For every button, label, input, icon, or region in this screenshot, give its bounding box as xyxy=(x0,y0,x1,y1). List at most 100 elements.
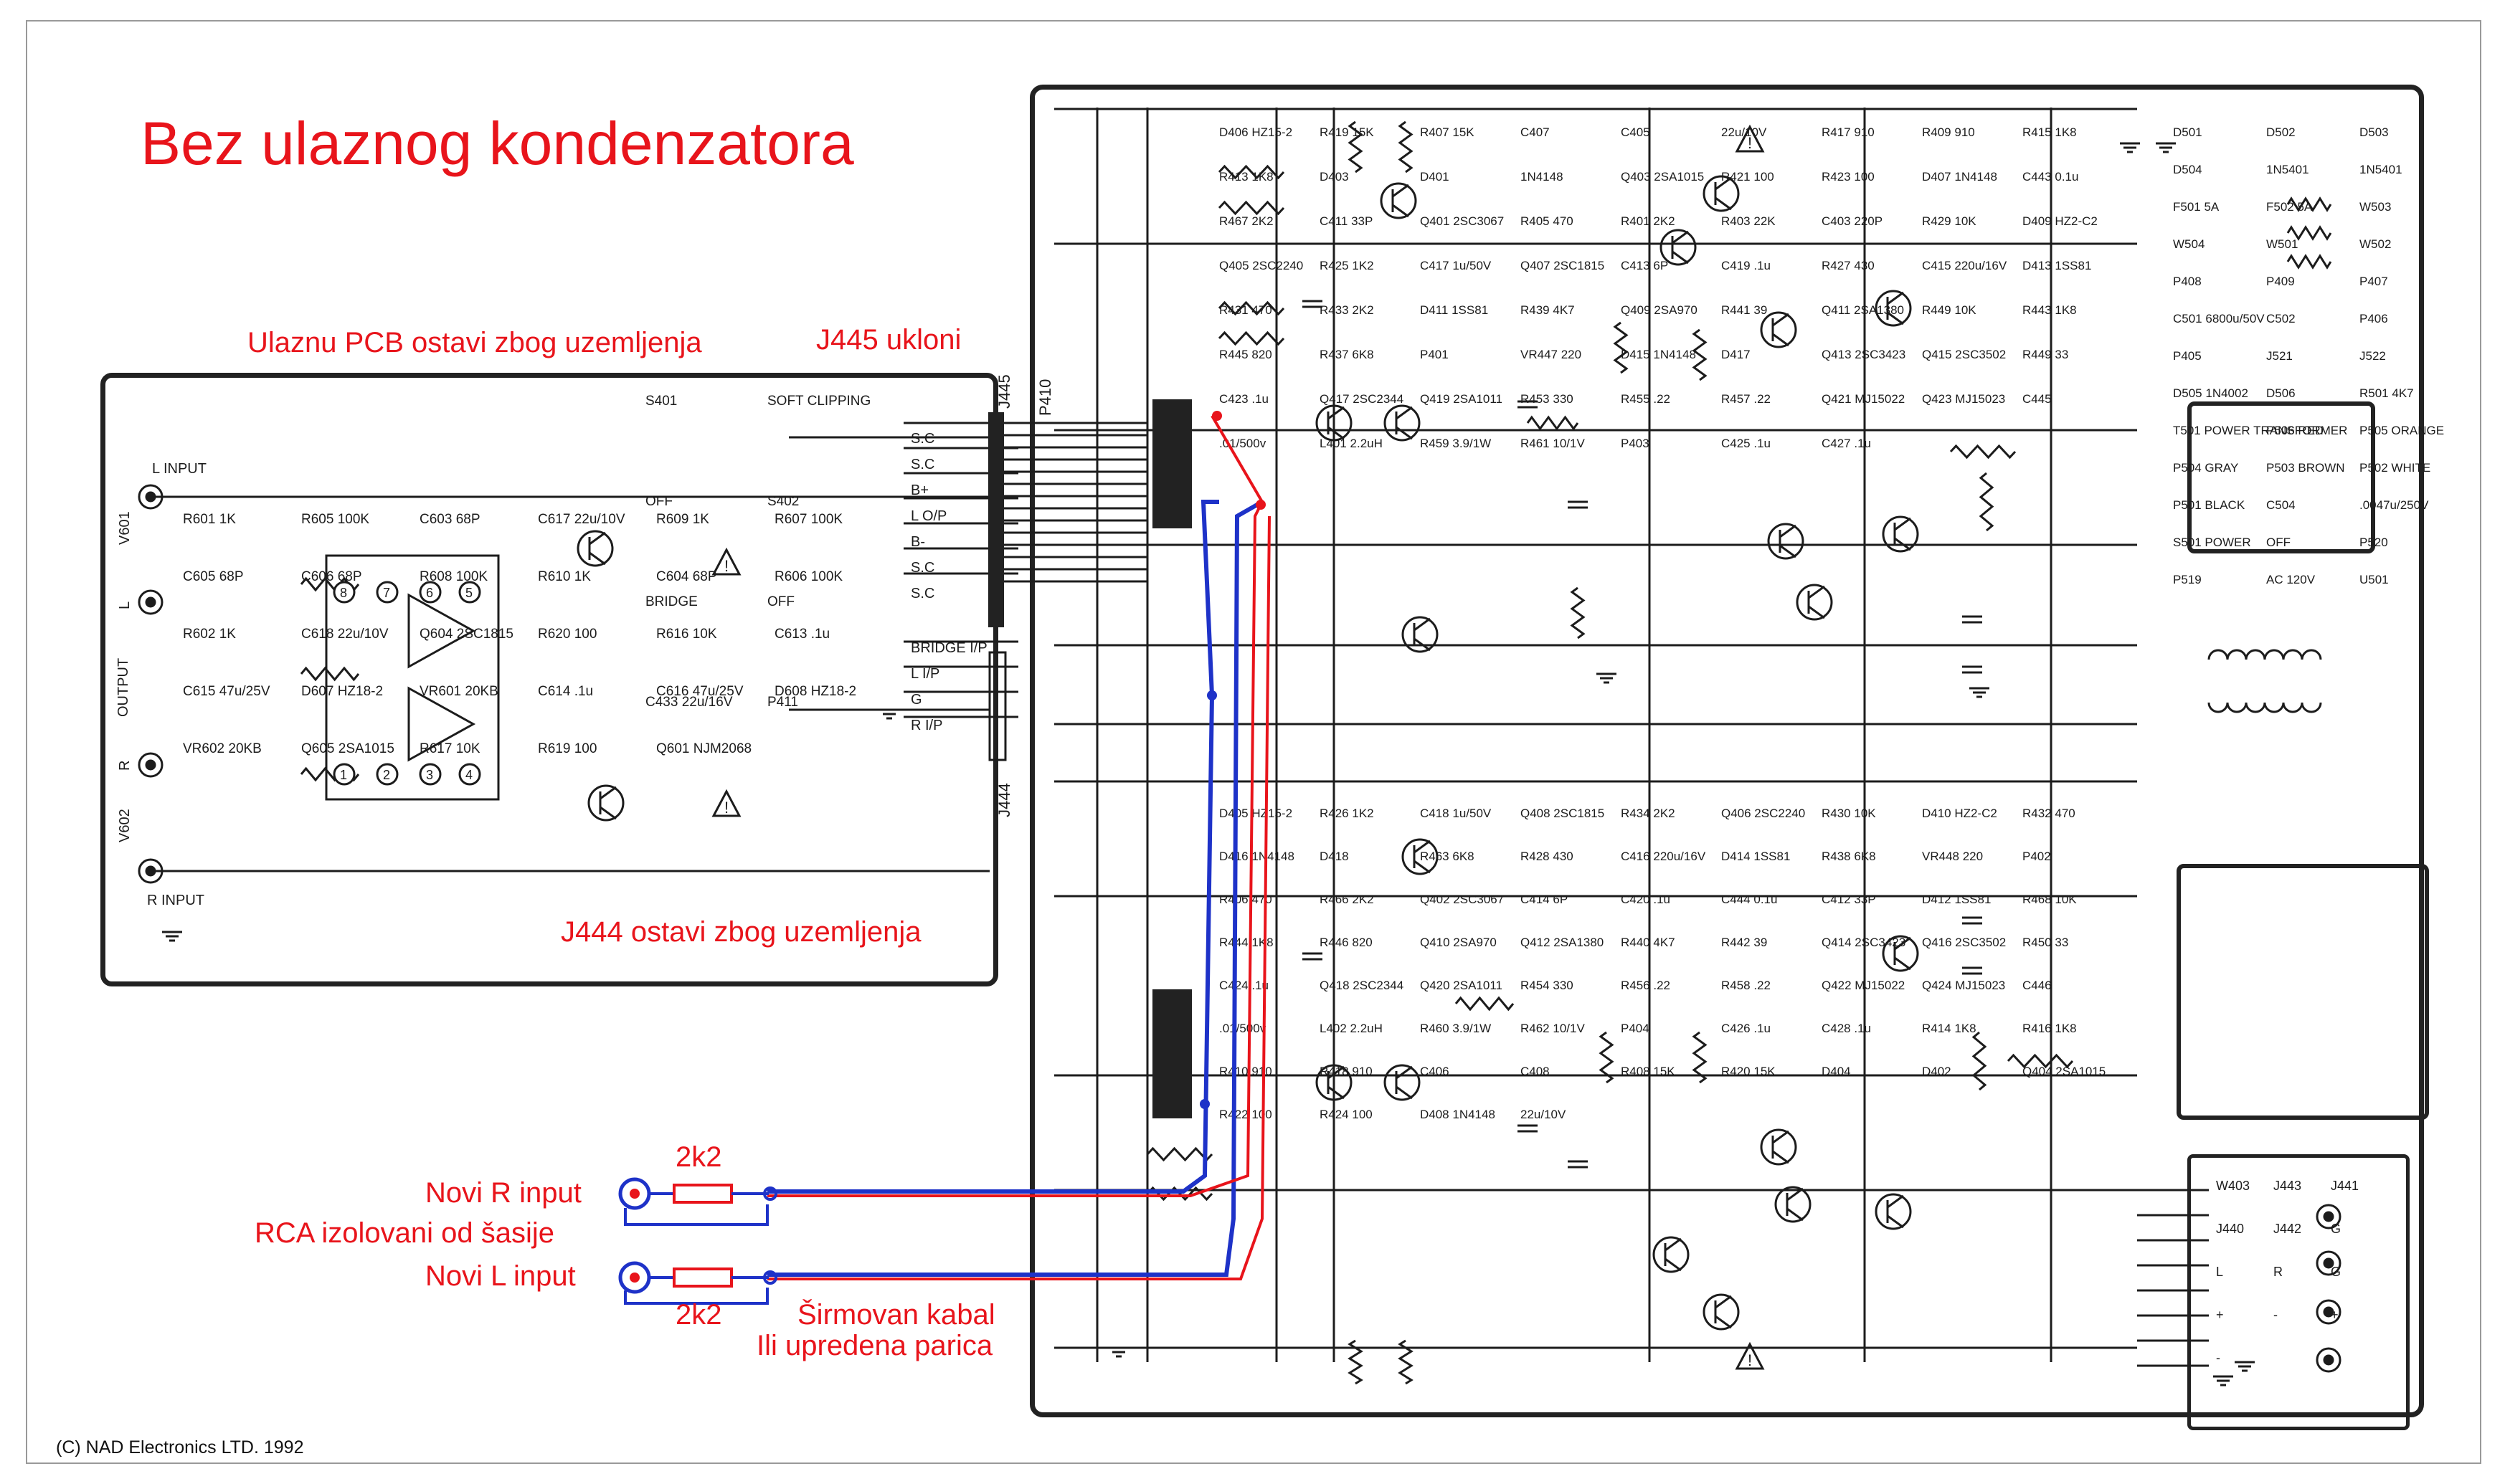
input-part-label: C605 68P xyxy=(183,569,244,584)
resistor-symbol xyxy=(1218,164,1285,180)
upper-amp-part-label: Q419 2SA1011 xyxy=(1420,392,1502,406)
warning-mark: ! xyxy=(1748,1351,1752,1369)
connector-pin-label: S.C xyxy=(911,586,934,601)
annotation-j444: J444 ostavi zbog uzemljenja xyxy=(561,916,922,948)
modification-wire xyxy=(624,1204,769,1226)
power-part-label: W504 xyxy=(2173,237,2205,251)
lower-amp-part-label: R442 39 xyxy=(1721,936,1767,949)
ground-symbol xyxy=(2213,1375,2233,1387)
transistor-body xyxy=(1315,404,1353,442)
input-part-label: Q604 2SC1815 xyxy=(420,627,513,642)
ground-symbol xyxy=(162,931,182,942)
switch-label: S401 xyxy=(645,394,677,409)
lower-amp-part-label: D404 xyxy=(1822,1065,1851,1078)
transistor-body xyxy=(1380,182,1417,219)
resistor-symbol xyxy=(1218,330,1285,346)
transistor-body xyxy=(1315,1064,1353,1101)
transistor-symbol xyxy=(1315,1064,1353,1101)
lower-amp-part-label: Q418 2SC2344 xyxy=(1320,979,1403,992)
ground-symbol xyxy=(2156,142,2176,153)
power-part-label: D504 xyxy=(2173,163,2202,176)
transistor-symbol xyxy=(1882,515,1919,553)
power-part-label: P503 BROWN xyxy=(2266,461,2345,475)
jack-ring xyxy=(2316,1299,2341,1325)
lower-amp-part-label: C418 1u/50V xyxy=(1420,807,1492,820)
transformer-winding xyxy=(2301,702,2322,713)
upper-amp-part-label: C445 xyxy=(2022,392,2052,406)
resistor-symbol xyxy=(2007,1053,2074,1069)
power-part-label: F502 5A xyxy=(2266,200,2313,214)
input-part-label: Q601 NJM2068 xyxy=(656,741,752,756)
lower-amp-part-label: R432 470 xyxy=(2022,807,2075,820)
upper-amp-part-label: C407 xyxy=(1520,125,1550,139)
upper-amp-part-label: R443 1K8 xyxy=(2022,303,2077,317)
upper-amp-part-label: R409 910 xyxy=(1922,125,1975,139)
transformer-winding xyxy=(2263,702,2285,713)
jack-pin xyxy=(145,596,156,608)
upper-amp-part-label: C413 6P xyxy=(1621,259,1668,272)
upper-amp-part-label: Q421 MJ15022 xyxy=(1822,392,1905,406)
upper-amp-part-label: C405 xyxy=(1621,125,1650,139)
lower-amp-part-label: Q416 2SC3502 xyxy=(1922,936,2006,949)
lower-amp-part-label: C424 .1u xyxy=(1219,979,1269,992)
lower-amp-part-label: R450 33 xyxy=(2022,936,2068,949)
transistor-collector xyxy=(1772,313,1789,327)
input-part-label: C603 68P xyxy=(420,512,480,527)
upper-amp-part-label: R449 33 xyxy=(2022,348,2068,361)
resistor-symbol xyxy=(1218,200,1285,216)
connector-pin-label: G xyxy=(911,692,922,708)
power-part-label: R501 4K7 xyxy=(2359,386,2414,400)
upper-amp-part-label: D401 xyxy=(1420,170,1449,184)
transistor-emitter xyxy=(1392,204,1409,218)
warning-triangle-icon xyxy=(1735,1341,1765,1370)
upper-amp-part-label: C415 220u/16V xyxy=(1922,259,2007,272)
capacitor-symbol xyxy=(1962,665,1982,674)
power-part-label: OFF xyxy=(2266,536,2291,549)
resistor-symbol xyxy=(1454,996,1515,1012)
power-part-label: C502 xyxy=(2266,312,2296,325)
heatsink-block xyxy=(1152,399,1192,528)
lower-amp-part-label: R444 1K8 xyxy=(1219,936,1274,949)
upper-amp-part-label: Q413 2SC3423 xyxy=(1822,348,1905,361)
ground-symbol xyxy=(879,708,899,720)
jack-symbol xyxy=(2316,1204,2341,1229)
transistor-body xyxy=(1383,404,1421,442)
transistor-body xyxy=(1760,311,1797,348)
ic-pin-marker xyxy=(376,763,399,786)
resistor-symbol xyxy=(1398,1339,1413,1385)
resistor-symbol xyxy=(2286,254,2332,270)
connector-pin-label: R I/P xyxy=(911,718,942,733)
switch-label: S402 xyxy=(767,494,799,509)
copyright-notice: (C) NAD Electronics LTD. 1992 xyxy=(56,1437,304,1457)
upper-amp-part-label: R419 15K xyxy=(1320,125,1374,139)
input-part-label: R610 1K xyxy=(538,569,591,584)
input-part-label: C604 68P xyxy=(656,569,717,584)
transistor-collector xyxy=(1396,1065,1413,1080)
transistor-symbol xyxy=(1703,175,1740,212)
transistor-symbol xyxy=(1703,1293,1740,1331)
speaker-terminal-label: R xyxy=(2273,1265,2283,1279)
transistor-body xyxy=(1882,935,1919,972)
connector-pin-label: S.C xyxy=(911,560,934,576)
input-part-label: D608 HZ18-2 xyxy=(775,684,856,699)
annotation-cable-1: Širmovan kabal xyxy=(797,1299,995,1331)
lower-amp-part-label: D418 xyxy=(1320,850,1349,863)
jack-ring xyxy=(2316,1204,2341,1229)
upper-amp-part-label: R403 22K xyxy=(1721,214,1776,228)
power-part-label: D501 xyxy=(2173,125,2202,139)
transformer-winding xyxy=(2226,702,2248,713)
lower-amp-part-label: P402 xyxy=(2022,850,2051,863)
connector-label: J445 xyxy=(995,374,1013,409)
transistor-body xyxy=(1774,1186,1812,1223)
speaker-terminal-label: + xyxy=(2331,1308,2339,1322)
input-part-label: R607 100K xyxy=(775,512,843,527)
lower-amp-part-label: R463 6K8 xyxy=(1420,850,1474,863)
upper-amp-part-label: Q417 2SC2344 xyxy=(1320,392,1403,406)
lower-amp-part-label: C446 xyxy=(2022,979,2052,992)
jack-symbol xyxy=(138,752,164,778)
connector-pin-label: S.C xyxy=(911,457,934,472)
lower-amp-part-label: R458 .22 xyxy=(1721,979,1771,992)
input-part-label: C618 22u/10V xyxy=(301,627,389,642)
lower-amp-part-label: Q414 2SC3423 xyxy=(1822,936,1905,949)
lower-amp-part-label: D414 1SS81 xyxy=(1721,850,1790,863)
